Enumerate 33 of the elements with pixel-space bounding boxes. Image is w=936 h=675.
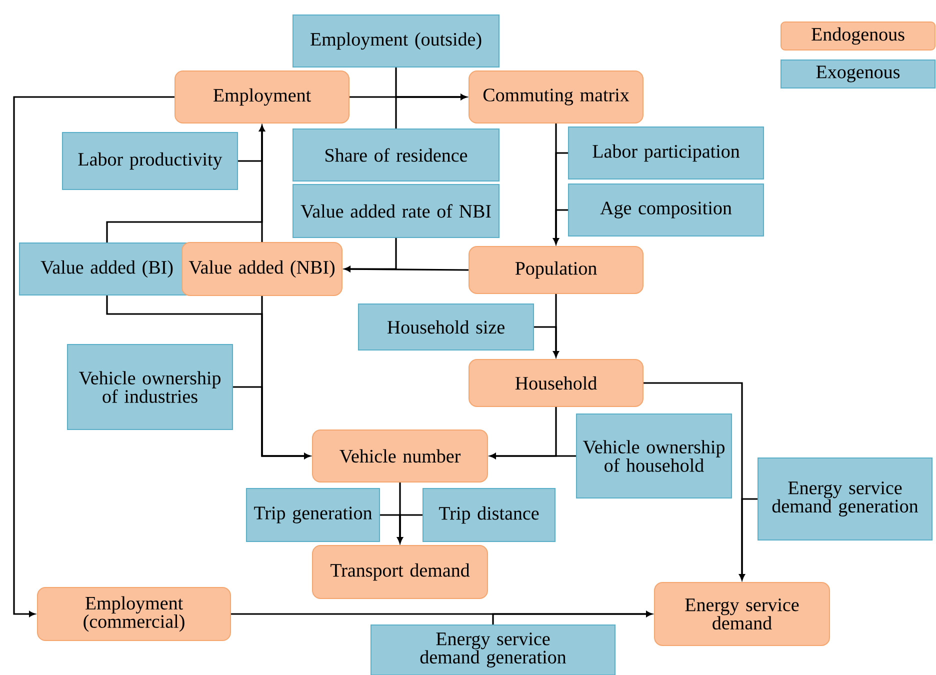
arrow (13, 96, 174, 617)
input-box: Vehicle ownership of household (576, 414, 732, 498)
arrow (397, 514, 422, 543)
arrow (739, 498, 758, 580)
process-box: Vehicle number (312, 430, 488, 482)
process-box: Energy service demand (654, 582, 830, 646)
process-box: Employment (174, 70, 350, 124)
arrow (553, 209, 568, 244)
process-box: Transport demand (312, 545, 488, 599)
arrow (492, 611, 652, 624)
process-box: Employment (commercial) (37, 587, 231, 641)
arrow (490, 453, 576, 459)
input-box: Labor participation (568, 126, 764, 180)
input-box: Age composition (568, 184, 764, 236)
input-box: Share of residence (292, 128, 500, 182)
arrow (344, 238, 397, 272)
process-box: Household (468, 359, 644, 407)
input-box: Employment (outside) (292, 14, 500, 68)
input-box: Energy service demand generation (758, 458, 933, 540)
arrow (233, 386, 310, 459)
input-box: Trip distance (422, 488, 556, 542)
input-box: Trip generation (246, 488, 380, 542)
input-box: Labor productivity (62, 132, 238, 190)
input-box: Energy service demand generation (370, 624, 616, 675)
process-box: Population (468, 246, 644, 294)
arrow (395, 94, 466, 128)
process-box: Value added (NBI) (182, 242, 342, 296)
input-box: Value added rate of NBI (292, 184, 500, 238)
process-box: Commuting matrix (468, 70, 644, 124)
input-box: Vehicle ownership of industries (67, 344, 233, 430)
arrow (534, 326, 559, 357)
input-box: Household size (358, 304, 534, 350)
arrow (106, 126, 265, 242)
